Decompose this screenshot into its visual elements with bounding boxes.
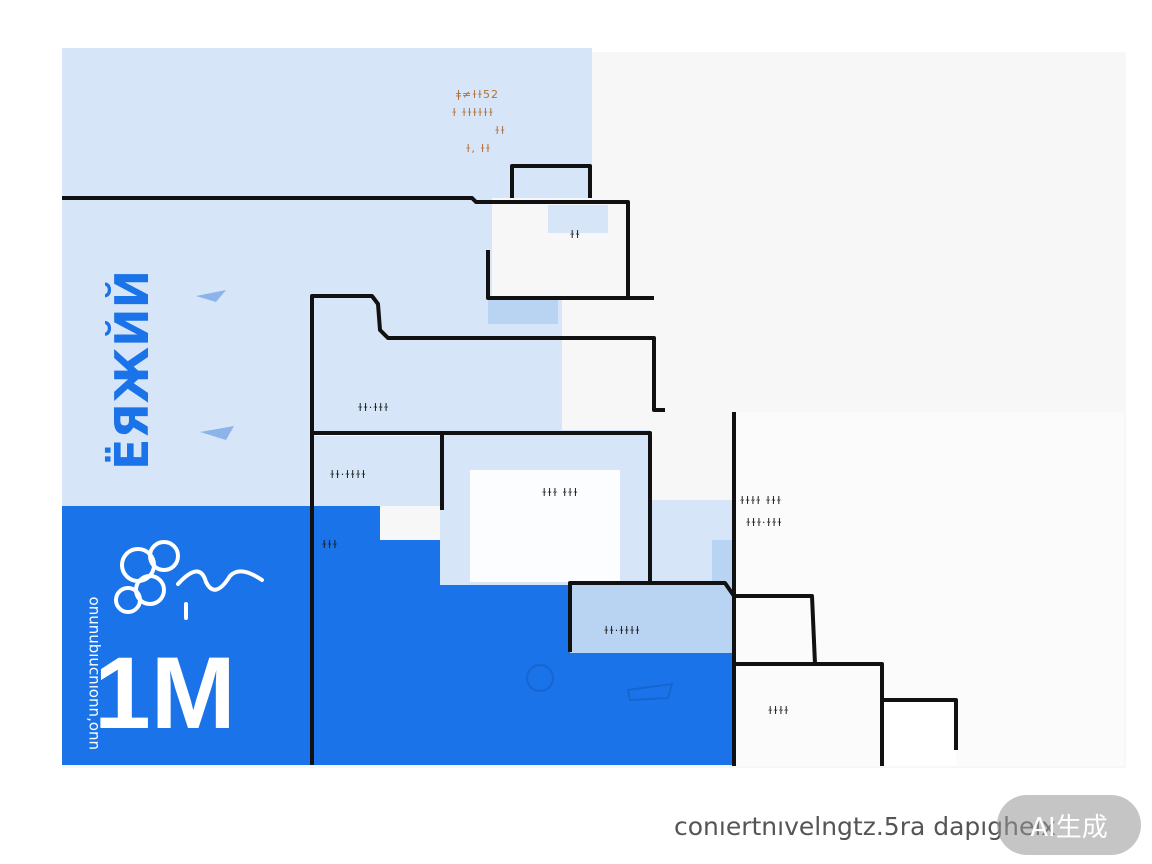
ai-generated-badge[interactable]: AI生成 bbox=[997, 795, 1141, 855]
fragment bbox=[488, 300, 558, 324]
big-1m-mark: 1M bbox=[94, 636, 236, 750]
room-small bbox=[313, 436, 441, 506]
left-panel bbox=[62, 198, 312, 506]
note-line: ɫ, ɫɫ bbox=[466, 142, 491, 155]
note-line: ɫ ɫɫɫɫɫɫ bbox=[452, 106, 494, 119]
note-line: ɫɫ bbox=[495, 124, 506, 137]
big-vertical-label: ЁЯЖЙЙ bbox=[105, 270, 159, 470]
room-label: ɫɫɫɫ bbox=[768, 704, 789, 717]
decor-marks bbox=[196, 290, 234, 440]
room-label: ɫɫɫ·ɫɫɫ bbox=[746, 516, 783, 529]
room-label: ɫɫ·ɫɫɫ bbox=[358, 401, 389, 414]
note-line: ǂ≠ɫɫ52 bbox=[456, 88, 499, 101]
room-label: ɫɫɫɫ ɫɫɫ bbox=[740, 494, 782, 507]
room-label: ɫɫɫ ɫɫɫ bbox=[542, 486, 579, 499]
room-label: ɫɫ·ɫɫɫɫ bbox=[604, 624, 641, 637]
room-label: ɫɫɫ bbox=[322, 538, 338, 551]
top-panel bbox=[62, 48, 592, 198]
fragment bbox=[548, 205, 608, 233]
big-vertical-text: ЁЯЖЙЙ bbox=[105, 270, 159, 470]
caption-text: conıertnıvelngtz.5ra dapıgheıx bbox=[674, 812, 1057, 841]
side-vertical-label: uuoʻuuoıuɔnıqnunuo bbox=[84, 597, 102, 750]
scribble-logo bbox=[114, 540, 264, 620]
middle-band bbox=[312, 198, 492, 298]
right-panel-corner bbox=[884, 700, 956, 766]
blue-block-left bbox=[62, 506, 312, 765]
room-labels: ɫɫ ɫɫ·ɫɫɫ ɫɫ·ɫɫɫɫ ɫɫɫ ɫɫɫ ɫɫɫ ɫɫ·ɫɫɫɫ ɫɫ… bbox=[322, 228, 789, 717]
room-center-white bbox=[470, 470, 620, 582]
room-label: ɫɫ bbox=[570, 228, 581, 241]
blue-block-center bbox=[312, 506, 732, 765]
room-label: ɫɫ·ɫɫɫɫ bbox=[330, 468, 367, 481]
room-stripe bbox=[570, 583, 732, 653]
top-right-notes: ǂ≠ɫɫ52 ɫ ɫɫɫɫɫɫ ɫɫ ɫ, ɫɫ bbox=[452, 88, 506, 155]
decor-circles bbox=[526, 664, 674, 702]
side-vertical-text: uuoʻuuoıuɔnıqnunuo bbox=[84, 597, 102, 750]
wall-outlines bbox=[62, 164, 958, 766]
